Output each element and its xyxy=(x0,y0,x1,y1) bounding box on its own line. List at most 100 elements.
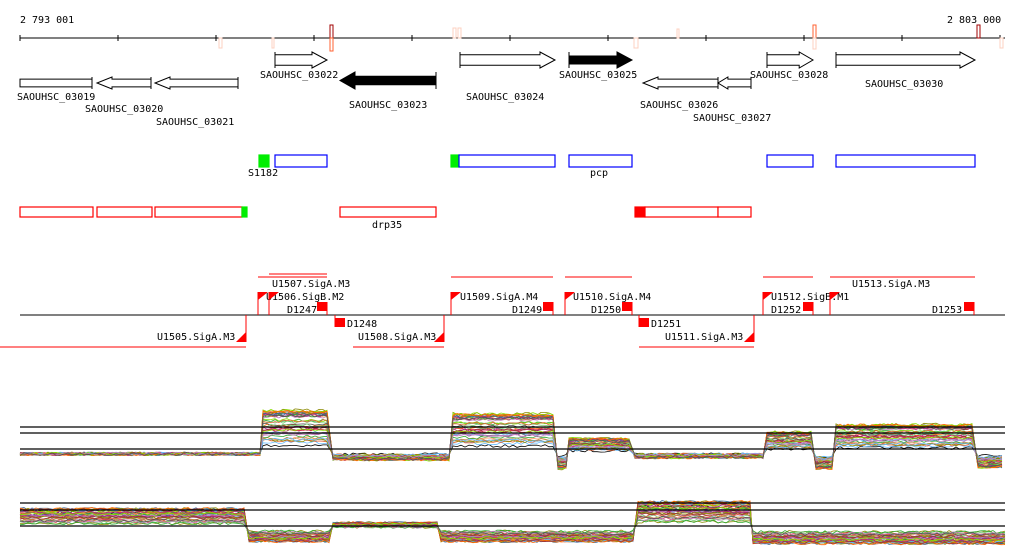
gene-arrow[interactable] xyxy=(153,76,239,90)
gene-arrow[interactable] xyxy=(338,71,437,90)
start-coordinate: 2 793 001 xyxy=(20,15,74,26)
gene-SAOUHSC_03027[interactable]: SAOUHSC_03027 xyxy=(693,76,771,124)
terminator-forward[interactable]: D1247 xyxy=(287,302,328,316)
transcript-box[interactable] xyxy=(568,154,633,168)
transcript-box[interactable] xyxy=(766,154,814,168)
terminator-label: D1250 xyxy=(591,305,621,316)
gene-label: SAOUHSC_03019 xyxy=(17,92,95,103)
terminator-forward[interactable]: D1249 xyxy=(512,302,554,316)
promoter-label: U1510.SigA.M4 xyxy=(573,292,651,303)
gene-arrow[interactable] xyxy=(19,78,93,88)
site-marker xyxy=(812,24,817,39)
expression-profile xyxy=(19,438,1003,460)
gene-arrow[interactable] xyxy=(274,51,329,69)
promoter-forward[interactable]: U1507.SigA.M3 xyxy=(268,273,350,315)
start-site-marker[interactable] xyxy=(450,154,460,168)
expression-profile xyxy=(19,517,1006,536)
start-site-marker[interactable] xyxy=(258,154,270,168)
gene-label: SAOUHSC_03023 xyxy=(349,100,427,111)
gene-SAOUHSC_03020[interactable]: SAOUHSC_03020 xyxy=(85,76,163,115)
promoter-label: U1512.SigB.M1 xyxy=(771,292,849,303)
transcript-box[interactable] xyxy=(274,154,328,168)
gene-arrow[interactable] xyxy=(766,51,814,69)
expression-profile xyxy=(19,519,1006,534)
transcript-box[interactable] xyxy=(96,206,153,218)
expression-plot-forward xyxy=(19,408,1005,471)
promoter-forward[interactable]: U1513.SigA.M3 xyxy=(829,276,975,315)
promoter-label: U1511.SigA.M3 xyxy=(665,332,743,343)
transcript-box[interactable] xyxy=(339,206,437,218)
terminator-reverse[interactable]: D1251 xyxy=(638,315,681,330)
transcript-box[interactable] xyxy=(458,154,556,168)
gene-arrow[interactable] xyxy=(717,76,752,90)
site-marker xyxy=(329,24,334,39)
promoter-label: U1513.SigA.M3 xyxy=(852,279,930,290)
transcript-box[interactable] xyxy=(154,206,243,218)
promoter-forward[interactable]: U1510.SigA.M4 xyxy=(564,276,651,315)
gene-SAOUHSC_03030[interactable]: SAOUHSC_03030 xyxy=(835,51,977,90)
site-marker xyxy=(452,27,457,39)
promoter-reverse[interactable]: U1511.SigA.M3 xyxy=(639,315,755,348)
gene-label: SAOUHSC_03026 xyxy=(640,100,718,111)
gene-label: SAOUHSC_03027 xyxy=(693,113,771,124)
terminator-forward[interactable]: D1253 xyxy=(932,302,975,316)
gene-arrow[interactable] xyxy=(568,51,634,69)
expression-profile xyxy=(19,506,1006,542)
site-marker xyxy=(999,37,1004,49)
gene-SAOUHSC_03022[interactable]: SAOUHSC_03022 xyxy=(260,51,338,81)
forward-feature-track: S1182 pcp xyxy=(248,154,976,179)
start-site-marker[interactable] xyxy=(241,206,248,218)
promoter-reverse[interactable]: U1505.SigA.M3 xyxy=(0,315,247,348)
promoter-label: U1508.SigA.M3 xyxy=(358,332,436,343)
promoter-forward[interactable]: U1506.SigB.M2 xyxy=(257,276,344,315)
promoter-reverse[interactable]: U1508.SigA.M3 xyxy=(353,315,445,348)
transcript-box[interactable] xyxy=(717,206,752,218)
gene-label: SAOUHSC_03028 xyxy=(750,70,828,81)
promoter-label: U1506.SigB.M2 xyxy=(266,292,344,303)
site-marker xyxy=(812,37,817,50)
transcript-box[interactable] xyxy=(644,206,719,218)
end-coordinate: 2 803 000 xyxy=(947,15,1001,26)
expression-profile xyxy=(19,428,1003,463)
start-site-marker[interactable] xyxy=(634,206,646,218)
terminator-label: D1249 xyxy=(512,305,542,316)
gene-SAOUHSC_03024[interactable]: SAOUHSC_03024 xyxy=(459,51,557,103)
gene-SAOUHSC_03019[interactable]: SAOUHSC_03019 xyxy=(17,77,95,103)
gene-SAOUHSC_03021[interactable]: SAOUHSC_03021 xyxy=(153,76,239,128)
terminator-reverse[interactable]: D1248 xyxy=(334,315,377,330)
gene-SAOUHSC_03025[interactable]: SAOUHSC_03025 xyxy=(559,51,637,81)
terminator-label: D1248 xyxy=(347,319,377,330)
reverse-feature-track: drp35 xyxy=(19,206,752,231)
promoter-forward[interactable]: U1512.SigB.M1 xyxy=(762,276,849,315)
terminator-label: D1253 xyxy=(932,305,962,316)
gene-arrow[interactable] xyxy=(641,76,719,90)
gene-arrow[interactable] xyxy=(835,51,977,69)
expression-profile xyxy=(19,431,1003,462)
coordinate-axis: 2 793 001 2 803 000 xyxy=(19,15,1005,52)
feature-label: pcp xyxy=(590,168,608,179)
transcript-box[interactable] xyxy=(835,154,976,168)
site-marker xyxy=(633,37,639,49)
gene-track: SAOUHSC_03019SAOUHSC_03020SAOUHSC_03021S… xyxy=(17,51,977,128)
gene-arrow[interactable] xyxy=(95,76,152,90)
terminator-label: D1247 xyxy=(287,305,317,316)
gene-label: SAOUHSC_03020 xyxy=(85,104,163,115)
site-marker xyxy=(457,27,462,39)
feature-label: S1182 xyxy=(248,168,278,179)
gene-arrow[interactable] xyxy=(459,51,557,69)
gene-SAOUHSC_03026[interactable]: SAOUHSC_03026 xyxy=(640,76,719,111)
terminator-forward[interactable]: D1250 xyxy=(591,302,633,316)
site-marker xyxy=(976,24,981,39)
site-marker xyxy=(271,37,275,49)
promoter-label: U1505.SigA.M3 xyxy=(157,332,235,343)
promoter-label: U1507.SigA.M3 xyxy=(272,279,350,290)
gene-label: SAOUHSC_03025 xyxy=(559,70,637,81)
promoter-forward[interactable]: U1509.SigA.M4 xyxy=(450,276,553,315)
transcript-box[interactable] xyxy=(19,206,94,218)
gene-label: SAOUHSC_03024 xyxy=(466,92,544,103)
terminator-forward[interactable]: D1252 xyxy=(771,302,814,316)
gene-SAOUHSC_03023[interactable]: SAOUHSC_03023 xyxy=(338,71,437,111)
gene-SAOUHSC_03028[interactable]: SAOUHSC_03028 xyxy=(750,51,828,81)
